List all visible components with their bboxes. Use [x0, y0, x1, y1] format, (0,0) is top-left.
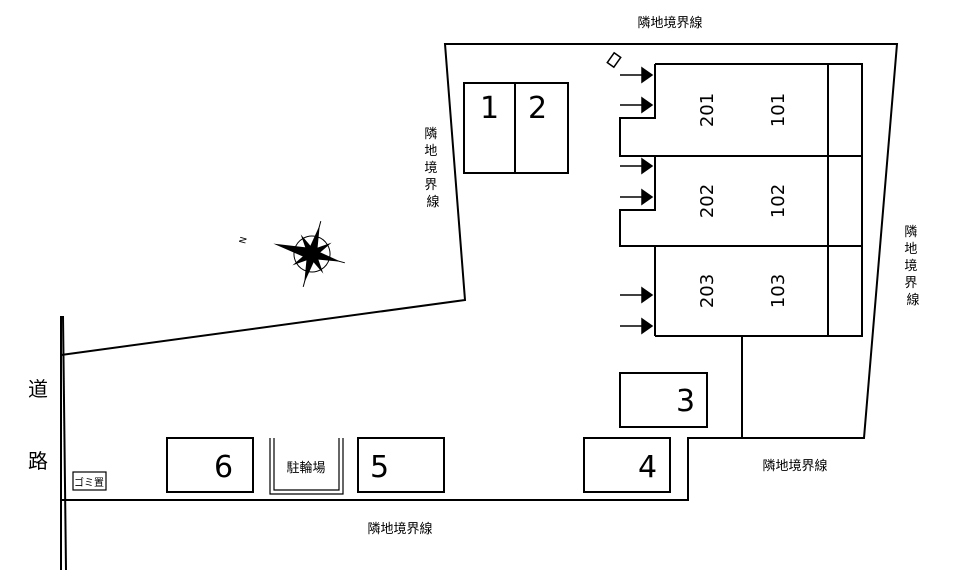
boundary-label-top: 隣地境界線: [637, 15, 702, 31]
boundary-label-left-char-2: 地: [424, 144, 437, 159]
compass-icon: [273, 221, 345, 287]
room-101: 101: [768, 93, 789, 127]
boundary-label-bottom-right: 隣地境界線: [762, 458, 827, 474]
boundary-label-left: 隣 地 境 界 線: [424, 126, 441, 210]
road-label-1: 道: [28, 377, 48, 401]
parking-space-4: [583, 437, 671, 493]
boundary-label-left-char-5: 線: [426, 194, 439, 210]
parking-number-5: 5: [370, 450, 389, 485]
bicycle-parking: [269, 438, 344, 495]
parking-space-5: [357, 437, 445, 493]
building-outline: [619, 63, 863, 337]
boundary-label-right: 隣 地 境 界 線: [904, 224, 921, 308]
entrance-markers: [620, 66, 654, 335]
boundary-label-left-char-1: 隣: [424, 126, 437, 142]
parking-number-2: 2: [528, 91, 547, 126]
boundary-label-left-char-3: 境: [424, 161, 437, 176]
parking-number-3: 3: [676, 384, 695, 419]
boundary-label-right-char-1: 隣: [904, 224, 917, 240]
parking-number-1: 1: [480, 91, 499, 126]
boundary-label-bottom: 隣地境界線: [367, 521, 432, 537]
boundary-label-left-char-4: 界: [424, 178, 437, 193]
room-102: 102: [768, 184, 789, 218]
room-203: 203: [697, 274, 718, 308]
boundary-label-right-char-5: 線: [906, 292, 919, 308]
room-labels: 201 101 202 102 203 103: [697, 93, 789, 308]
parking-number-4: 4: [638, 450, 657, 485]
garbage-label: ゴミ置: [74, 476, 104, 489]
parking-number-6: 6: [214, 450, 233, 485]
bicycle-parking-label: 駐輪場: [286, 460, 325, 476]
boundary-label-right-char-2: 地: [904, 242, 917, 257]
parking-space-3: [619, 372, 708, 428]
meter-box: [606, 51, 622, 69]
property-boundary: [60, 43, 899, 570]
compass-north-label: N: [238, 236, 249, 245]
boundary-label-right-char-4: 界: [904, 276, 917, 291]
room-103: 103: [768, 274, 789, 308]
road-label-2: 路: [28, 449, 48, 473]
boundary-label-right-char-3: 境: [904, 259, 917, 274]
room-201: 201: [697, 93, 718, 127]
parking-space-6: [166, 437, 254, 493]
room-202: 202: [697, 184, 718, 218]
road-edge: [62, 315, 67, 571]
parking-space-1-2: [463, 82, 569, 174]
garbage-area: [72, 471, 107, 491]
